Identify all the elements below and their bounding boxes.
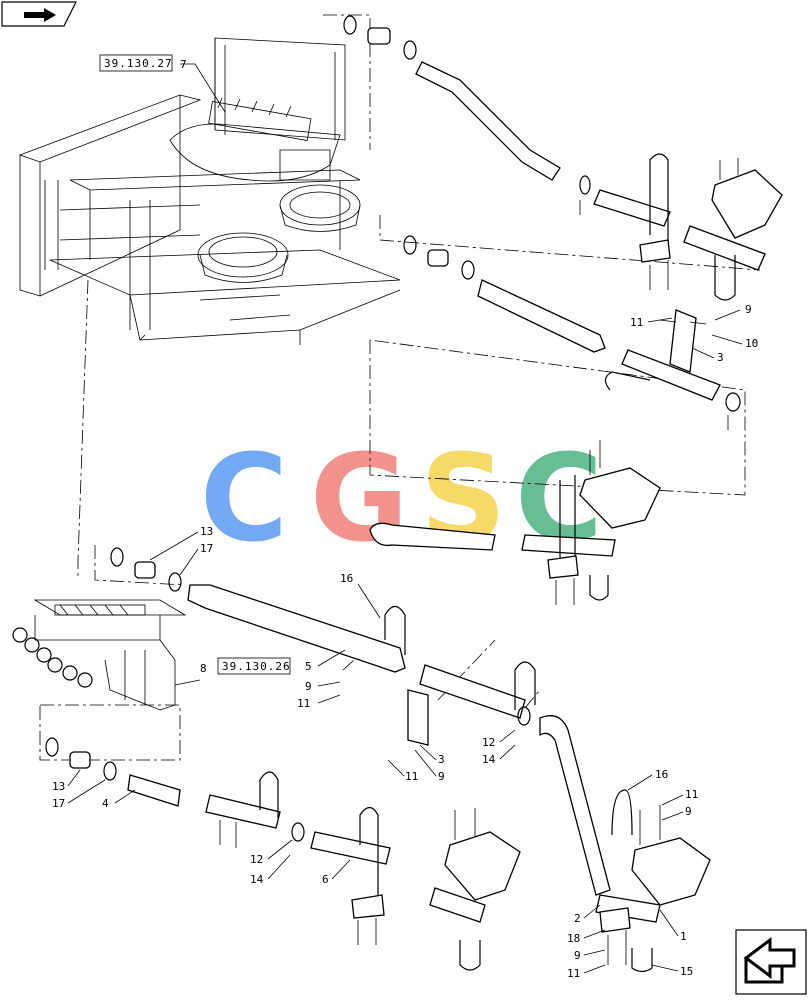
callout-14-a: 14 bbox=[482, 753, 496, 766]
callout-9-c: 9 bbox=[438, 770, 445, 783]
upper-pipe-assembly bbox=[343, 15, 783, 430]
valve-block-assembly bbox=[12, 599, 201, 711]
callout-16-b: 16 bbox=[655, 768, 668, 781]
callout-2: 2 bbox=[574, 912, 581, 925]
ref-label-top: 39.130.27 bbox=[104, 57, 173, 70]
callout-12-a: 12 bbox=[482, 736, 495, 749]
callout-17-b: 17 bbox=[52, 797, 65, 810]
callout-6: 6 bbox=[322, 873, 329, 886]
callout-11-d: 11 bbox=[685, 788, 698, 801]
callout-7: 7 bbox=[180, 58, 187, 71]
ref-label-mid: 39.130.26 bbox=[222, 660, 291, 673]
callout-9-d: 9 bbox=[685, 805, 692, 818]
callout-labels: 7 9 11 10 3 13 17 16 8 5 9 11 12 14 3 11… bbox=[52, 58, 758, 980]
callout-11-a: 11 bbox=[630, 316, 643, 329]
ref-box-mid[interactable]: 39.130.26 bbox=[217, 657, 291, 675]
nav-forward-icon[interactable] bbox=[735, 929, 807, 995]
callout-13-a: 13 bbox=[200, 525, 213, 538]
bottom-pipe-assembly bbox=[45, 737, 521, 971]
watermark-g: G bbox=[310, 430, 409, 569]
callout-9-b: 9 bbox=[305, 680, 312, 693]
callout-11-b: 11 bbox=[297, 697, 310, 710]
callout-18: 18 bbox=[567, 932, 580, 945]
callout-11-c: 11 bbox=[405, 770, 418, 783]
callout-1: 1 bbox=[680, 930, 687, 943]
callout-17-a: 17 bbox=[200, 542, 213, 555]
watermark-c: C bbox=[200, 430, 288, 569]
callout-9-a: 9 bbox=[745, 303, 752, 316]
ref-box-top[interactable]: 39.130.27 bbox=[99, 54, 226, 113]
callout-5: 5 bbox=[305, 660, 312, 673]
nav-corner-icon[interactable] bbox=[1, 1, 77, 27]
middle-pipe-assembly bbox=[369, 440, 661, 605]
callout-3-a: 3 bbox=[717, 351, 724, 364]
callout-4: 4 bbox=[102, 797, 109, 810]
callout-10: 10 bbox=[745, 337, 758, 350]
callout-9-e: 9 bbox=[574, 949, 581, 962]
frame-assembly bbox=[18, 37, 401, 345]
callout-12-b: 12 bbox=[250, 853, 263, 866]
callout-8: 8 bbox=[200, 662, 207, 675]
callout-3-b: 3 bbox=[438, 753, 445, 766]
lower-pipe-assembly bbox=[110, 547, 711, 973]
callout-16-a: 16 bbox=[340, 572, 353, 585]
callout-13-b: 13 bbox=[52, 780, 65, 793]
callout-14-b: 14 bbox=[250, 873, 264, 886]
callout-11-e: 11 bbox=[567, 967, 580, 980]
callout-15: 15 bbox=[680, 965, 693, 978]
